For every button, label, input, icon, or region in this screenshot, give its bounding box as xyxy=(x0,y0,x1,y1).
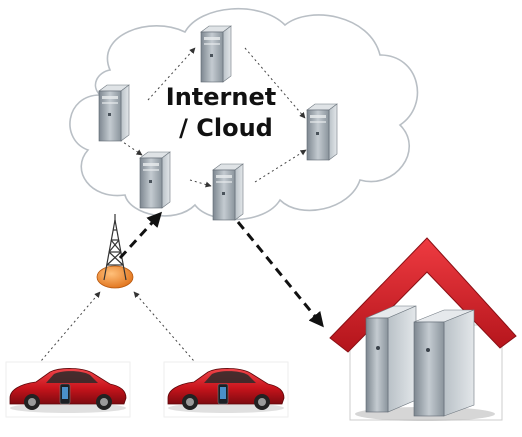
car-icon xyxy=(163,361,289,418)
car-to-tower-links xyxy=(34,291,201,369)
server-icon xyxy=(139,151,171,209)
cloud-label-line1: Internet xyxy=(166,83,276,111)
server-icon xyxy=(212,163,244,221)
server-icon xyxy=(98,84,130,142)
car-icon xyxy=(5,361,131,418)
cloud-links xyxy=(119,47,307,188)
house-datacenter-icon xyxy=(329,237,517,421)
cloud-to-datacenter-arrow xyxy=(236,221,324,328)
server-icon xyxy=(306,103,338,161)
server-icon xyxy=(200,25,232,83)
server-rack-icon xyxy=(413,309,475,417)
cell-tower-icon xyxy=(96,214,134,289)
server-rack-icon xyxy=(365,305,417,413)
cloud-label-line2: / Cloud xyxy=(179,114,273,142)
tower-to-cloud-arrow xyxy=(118,211,163,260)
